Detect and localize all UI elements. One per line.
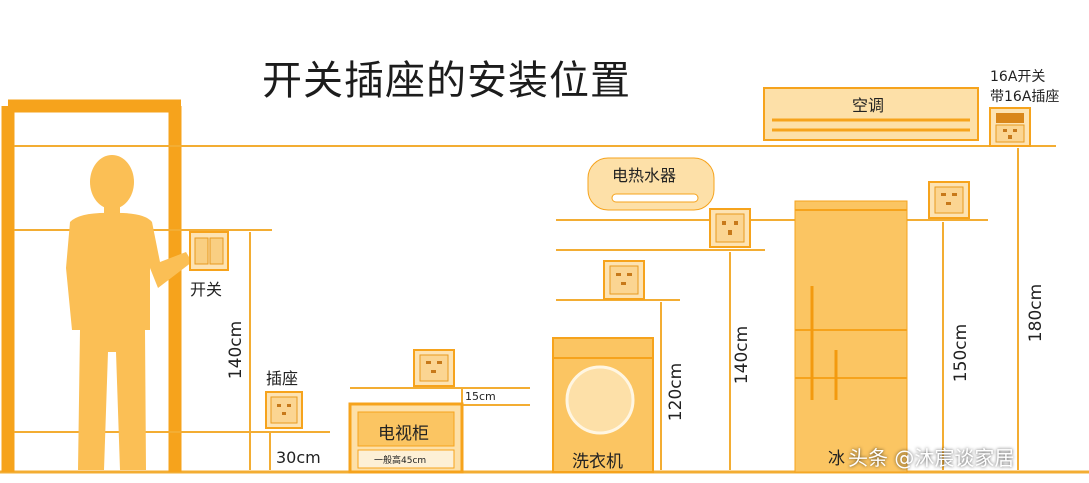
socket-heater <box>709 208 751 248</box>
switch-panel <box>189 231 229 271</box>
water-heater-label: 电热水器 <box>612 166 677 185</box>
socket-ac <box>989 107 1031 147</box>
switch-label: 开关 <box>190 280 223 299</box>
ac-switch-label-line1: 16A开关 <box>990 69 1046 85</box>
dim-180-label: 180cm <box>1026 283 1046 343</box>
dim-140-right-label: 140cm <box>732 325 752 385</box>
diagram-title: 开关插座的安装位置 <box>262 58 631 104</box>
fridge-shape <box>794 200 908 473</box>
washer-shape <box>552 337 654 473</box>
air-conditioner-label: 空调 <box>852 96 885 115</box>
ac-switch-label-line2: 带16A插座 <box>990 89 1060 105</box>
watermark: 头条 @沐宸谈家居 <box>848 446 1015 470</box>
socket-washer <box>603 260 645 300</box>
socket-label: 插座 <box>266 369 299 388</box>
socket-tv <box>413 349 455 387</box>
washer-label: 洗衣机 <box>572 452 623 472</box>
dim-15-label: 15cm <box>465 390 496 403</box>
tv-cabinet-note: 一般高45cm <box>374 456 427 466</box>
dim-120-label: 120cm <box>666 362 686 422</box>
socket-fridge <box>928 181 970 219</box>
dim-150-label: 150cm <box>951 323 971 383</box>
tv-cabinet-shape <box>348 402 464 474</box>
door-frame <box>1 99 182 472</box>
socket-left <box>265 391 303 429</box>
tv-cabinet-label: 电视柜 <box>378 424 429 444</box>
dim-30-label: 30cm <box>276 448 321 467</box>
air-conditioner-shape <box>763 87 979 141</box>
water-heater-shape <box>587 157 715 211</box>
dim-140-left-label: 140cm <box>226 320 246 380</box>
fridge-label: 冰 <box>828 449 845 469</box>
person-silhouette <box>66 155 192 470</box>
